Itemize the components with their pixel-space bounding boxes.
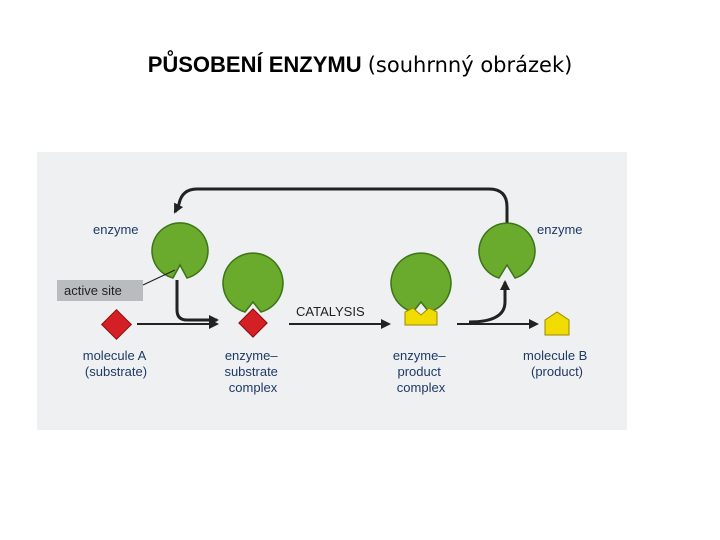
enzyme-action-figure: enzyme enzyme active site CATALYSIS: [37, 152, 627, 430]
title-bold: PŮSOBENÍ ENZYMU: [147, 52, 362, 77]
enzyme-free-right: [478, 222, 536, 279]
product-molecule: [544, 311, 570, 336]
enzyme-free-left: [151, 222, 209, 279]
binding-arrow: [175, 280, 219, 325]
substrate-bound: [238, 308, 268, 338]
product-bound: [404, 307, 438, 326]
active-site-pointer: [142, 269, 176, 286]
recycle-arrow: [173, 187, 509, 224]
slide-title: PŮSOBENÍ ENZYMU (souhrnný obrázek): [0, 52, 720, 78]
enzyme-es-complex: [222, 252, 284, 313]
enzyme-release-arrow: [468, 280, 510, 324]
label-enzyme-right: enzyme: [537, 222, 583, 237]
label-active-site: active site: [64, 283, 122, 298]
label-enzyme-left: enzyme: [93, 222, 139, 237]
active-site-box: [57, 280, 143, 301]
label-molecule-a: molecule A (substrate): [83, 348, 150, 379]
label-ep-complex: enzyme– product complex: [393, 348, 449, 395]
label-es-complex: enzyme– substrate complex: [224, 348, 281, 395]
label-catalysis: CATALYSIS: [296, 304, 365, 319]
substrate-molecule: [100, 308, 133, 341]
enzyme-ep-complex: [390, 252, 452, 313]
label-molecule-b: molecule B (product): [523, 348, 591, 379]
title-subtitle: (souhrnný obrázek): [367, 53, 573, 77]
enzyme-diagram: enzyme enzyme active site CATALYSIS: [57, 187, 591, 395]
